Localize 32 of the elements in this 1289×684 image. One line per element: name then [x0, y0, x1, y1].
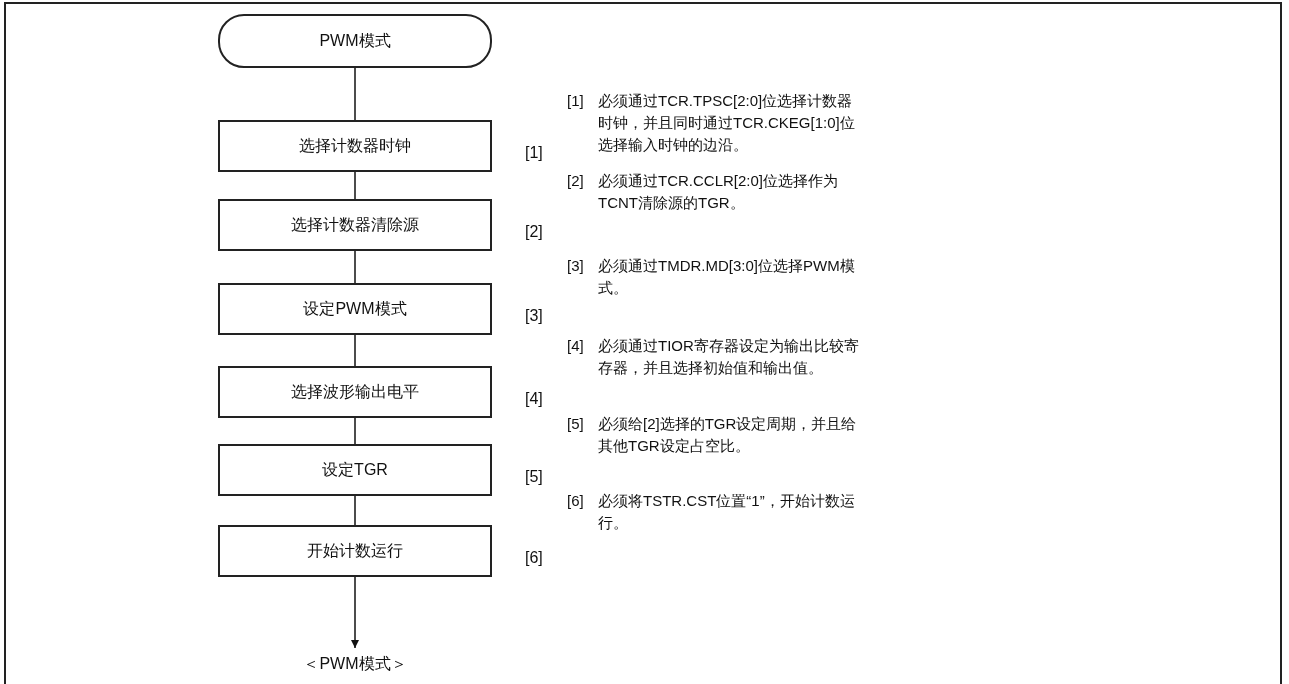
- step-number: [2]: [525, 223, 543, 241]
- step-number: [1]: [525, 144, 543, 162]
- process-box: 选择计数器清除源: [218, 199, 492, 251]
- note-number: [3]: [567, 257, 584, 274]
- note-text: 必须通过TCR.CCLR[2:0]位选择作为TCNT清除源的TGR。: [598, 171, 840, 213]
- connector-line: [354, 334, 356, 367]
- connector-line: [354, 250, 356, 284]
- note-text: 必须将TSTR.CST位置“1”，开始计数运行。: [598, 491, 856, 533]
- connector-line: [354, 67, 356, 121]
- step-number: [5]: [525, 468, 543, 486]
- connector-line: [354, 495, 356, 526]
- note-number: [1]: [567, 92, 584, 109]
- terminal-box: PWM模式: [218, 14, 492, 68]
- step-number: [4]: [525, 390, 543, 408]
- note-text: 必须通过TIOR寄存器设定为输出比较寄存器，并且选择初始值和输出值。: [598, 336, 860, 378]
- arrow: [351, 576, 359, 649]
- note-number: [6]: [567, 492, 584, 509]
- process-box: 选择计数器时钟: [218, 120, 492, 172]
- note-number: [4]: [567, 337, 584, 354]
- process-box: 设定PWM模式: [218, 283, 492, 335]
- connector-line: [354, 417, 356, 445]
- connector-line: [354, 171, 356, 200]
- note-text: 必须通过TCR.TPSC[2:0]位选择计数器时钟，并且同时通过TCR.CKEG[1:0]位选择输入时钟的边沿。: [598, 91, 856, 155]
- process-box: 设定TGR: [218, 444, 492, 496]
- note-number: [5]: [567, 415, 584, 432]
- note-text: 必须通过TMDR.MD[3:0]位选择PWM模式。: [598, 256, 856, 298]
- note-text: 必须给[2]选择的TGR设定周期，并且给其他TGR设定占空比。: [598, 414, 858, 456]
- step-number: [3]: [525, 307, 543, 325]
- process-box: 选择波形输出电平: [218, 366, 492, 418]
- note-number: [2]: [567, 172, 584, 189]
- process-box: 开始计数运行: [218, 525, 492, 577]
- step-number: [6]: [525, 549, 543, 567]
